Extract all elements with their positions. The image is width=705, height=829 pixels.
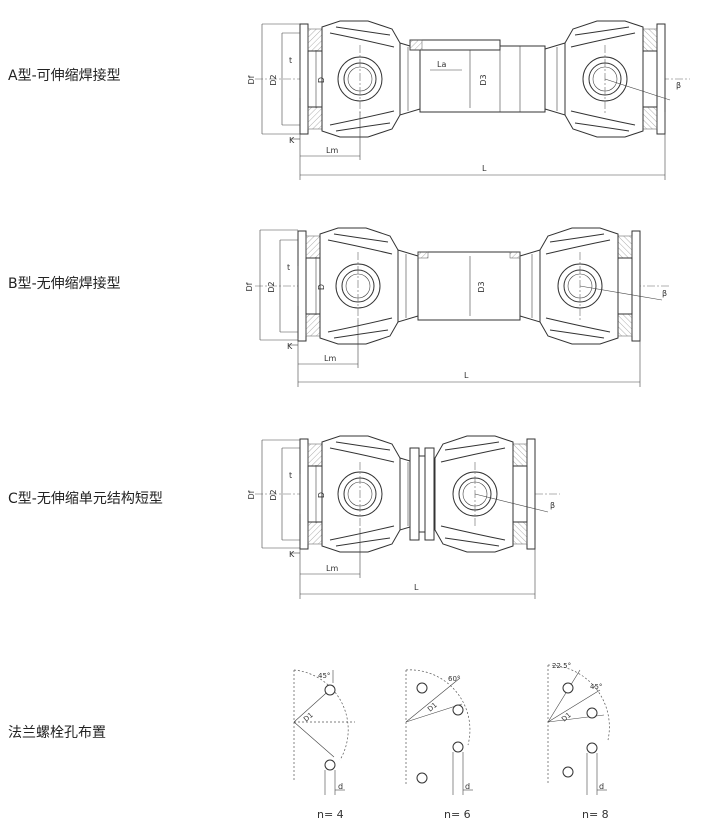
bolt-hole <box>324 684 336 696</box>
type-b-beta-label: β <box>662 289 667 298</box>
n6-d1-label: D1 <box>426 701 439 713</box>
type-a-beta-label: β <box>676 81 681 90</box>
bolt-hole <box>452 741 464 753</box>
type-b-d3-label: D3 <box>477 281 486 292</box>
type-c-df-label: Df <box>247 490 256 499</box>
type-b-l-label: L <box>464 371 469 380</box>
type-c-k-label: K <box>289 550 295 559</box>
type-a-l-label: L <box>482 164 487 173</box>
n8-d-label: d <box>599 782 604 791</box>
bolt-hole <box>324 759 336 771</box>
n4-angle-label: 45° <box>318 672 330 680</box>
type-b-k-label: K <box>287 342 293 351</box>
type-a-df-label: Df <box>247 75 256 84</box>
n4-d-label: d <box>338 782 343 791</box>
type-a-drawing: Df D2 D D3 t La K Lm L β <box>247 20 690 180</box>
n6-angle-label: 60° <box>448 675 460 683</box>
bolt-hole <box>562 766 574 778</box>
type-b-label: B型-无伸缩焊接型 <box>8 276 121 292</box>
type-c-lm-label: Lm <box>326 564 338 573</box>
type-b-d-label: D <box>317 284 326 290</box>
bolt-hole <box>586 742 598 754</box>
type-b-d2-label: D2 <box>267 281 276 292</box>
type-a-d-label: D <box>317 77 326 83</box>
type-c-l-label: L <box>414 583 419 592</box>
bolt-hole <box>586 707 598 719</box>
bolt-hole <box>562 682 574 694</box>
n8-angle1-label: 22.5° <box>552 662 571 670</box>
bolt-hole <box>416 772 428 784</box>
type-a-k-label: K <box>289 136 295 145</box>
bolt-hole <box>452 704 464 716</box>
type-a-label: A型-可伸缩焊接型 <box>8 68 121 84</box>
type-a-lm-label: Lm <box>326 146 338 155</box>
bolt-layout-n8: 22.5° 45° D1 d n= 8 <box>547 662 610 821</box>
type-c-drawing: Df D2 D t K Lm L β <box>247 435 560 599</box>
type-b-drawing: Df D2 D D3 t K Lm L β <box>245 227 670 387</box>
type-c-label: C型-无伸缩单元结构短型 <box>8 491 163 507</box>
bolt-hole <box>416 682 428 694</box>
type-b-lm-label: Lm <box>324 354 336 363</box>
n8-d1-label: D1 <box>560 711 573 723</box>
type-a-d3-label: D3 <box>479 74 488 85</box>
n6-label: n= 6 <box>444 808 471 821</box>
n8-angle2-label: 45° <box>590 683 602 691</box>
type-b-t-label: t <box>287 263 290 272</box>
type-c-t-label: t <box>289 471 292 480</box>
n8-label: n= 8 <box>582 808 609 821</box>
bolt-layout-n4: 45° D1 d n= 4 <box>293 669 355 821</box>
type-a-la-label: La <box>437 60 446 69</box>
n6-d-label: d <box>465 782 470 791</box>
type-b-df-label: Df <box>245 282 254 291</box>
n4-label: n= 4 <box>317 808 344 821</box>
type-c-beta-label: β <box>550 501 555 510</box>
type-c-d-label: D <box>317 492 326 498</box>
type-a-t-label: t <box>289 56 292 65</box>
bolt-layout-label: 法兰螺栓孔布置 <box>8 725 106 741</box>
bolt-layout-n6: 60° D1 d n= 6 <box>405 669 473 821</box>
type-c-d2-label: D2 <box>269 489 278 500</box>
type-a-d2-label: D2 <box>269 74 278 85</box>
